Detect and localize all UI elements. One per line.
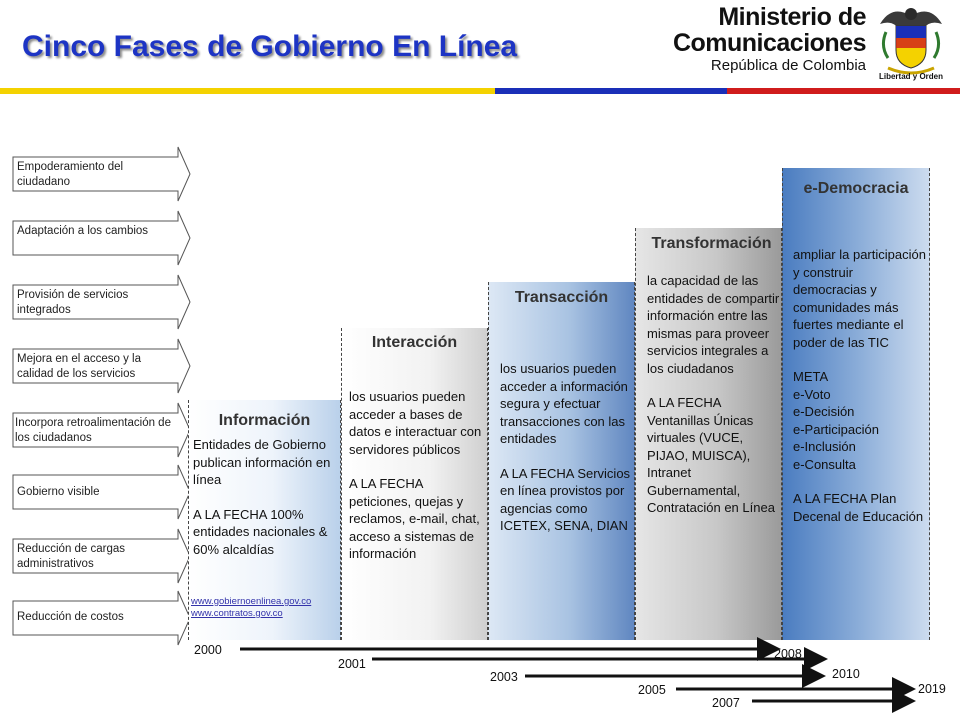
ministry-line3: República de Colombia [710,57,866,74]
meta-item: e-Participación [793,421,879,437]
year-label: 2019 [918,682,946,696]
phase-description: los usuarios pueden acceder a informació… [500,361,628,446]
ministry-logo-text: Ministerio de Comunicaciones República d… [672,3,867,76]
phase-title: Transacción [514,289,609,306]
phase-status: A LA FECHA Plan Decenal de Educación [793,491,924,524]
phase-description: los usuarios pueden acceder a bases de d… [349,389,482,457]
phase-body: los usuarios pueden acceder a bases de d… [349,388,487,580]
phase-title: Transformación [651,235,772,252]
benefit-label: Mejora en el acceso y la calidad de los … [17,353,142,380]
coat-of-arms-icon [880,8,942,75]
phase-status: A LA FECHA peticiones, quejas y reclamos… [349,476,480,561]
benefit-arrow: Mejora en el acceso y la calidad de los … [12,338,191,394]
link-gobiernoenlinea[interactable]: www.gobiernoenlinea.gov.co [191,596,312,607]
phase-status: A LA FECHA Servicios en línea provistos … [500,465,631,534]
phase-body: ampliar la participación y construir dem… [793,246,929,542]
phase-status: A LA FECHA 100% entidades nacionales & 6… [193,506,328,557]
benefit-arrow: Empoderamiento del ciudadano [12,146,191,202]
meta-item: e-Consulta [793,456,856,472]
benefit-arrow: Gobierno visible [12,464,191,520]
benefit-arrow: Reducción de costos [12,590,191,646]
page-title: Cinco Fases de Gobierno En Línea [22,30,518,63]
phase-description: la capacidad de las entidades de compart… [647,273,780,376]
year-label: 2010 [832,667,860,681]
meta-item: e-Voto [793,386,831,402]
phase-transformacion: Transformación la capacidad de las entid… [635,228,782,640]
phase-title: e-Democracia [803,180,909,197]
phase-links: www.gobiernoenlinea.gov.co www.contratos… [191,596,341,620]
benefit-arrow: Adaptación a los cambios [12,210,191,266]
phase-body: los usuarios pueden acceder a informació… [500,360,634,552]
meta-item: e-Inclusión [793,439,856,454]
meta-item: e-Decisión [793,404,855,419]
benefit-label: Reducción de cargas administrativos [17,543,126,570]
year-label: 2001 [338,657,366,671]
phase-transaccion: Transacción los usuarios pueden acceder … [488,282,635,640]
benefit-label: Adaptación a los cambios [17,225,149,237]
benefit-arrow: Reducción de cargas administrativos [12,528,191,584]
year-label: 2007 [712,696,740,710]
benefit-label: Provisión de servicios integrados [17,289,129,316]
ministry-line1: Ministerio de [718,3,866,31]
phase-body: la capacidad de las entidades de compart… [647,272,781,534]
benefit-label: Reducción de costos [17,611,124,623]
phase-description: ampliar la participación y construir dem… [793,247,926,350]
phase-title: Información [218,412,311,429]
benefit-label: Empoderamiento del ciudadano [17,161,124,188]
phase-status: A LA FECHA Ventanillas Únicas virtuales … [647,395,775,515]
seal-motto: Libertad y Orden [878,72,943,81]
phase-edemocracia: e-Democracia ampliar la participación y … [782,168,930,640]
phase-title: Interacción [371,334,458,351]
phase-body: Entidades de Gobierno publican informaci… [193,436,339,568]
year-label: 2000 [194,643,222,657]
year-label: 2008 [774,647,802,661]
benefit-label: Incorpora retroalimentación de los ciuda… [15,417,171,444]
benefit-label: Gobierno visible [17,486,100,498]
phase-interaccion: Interacción los usuarios pueden acceder … [341,328,488,640]
flag-bar [0,88,960,94]
benefit-arrow: Provisión de servicios integrados [12,274,191,330]
year-label: 2003 [490,670,518,684]
link-contratos[interactable]: www.contratos.gov.co [191,608,283,619]
benefit-arrow: Incorpora retroalimentación de los ciuda… [12,402,191,458]
year-label: 2005 [638,683,666,697]
phase-informacion: Información Entidades de Gobierno public… [188,400,341,640]
ministry-line2: Comunicaciones [672,29,867,57]
meta-label: META [793,369,829,384]
phase-description: Entidades de Gobierno publican informaci… [193,437,331,487]
